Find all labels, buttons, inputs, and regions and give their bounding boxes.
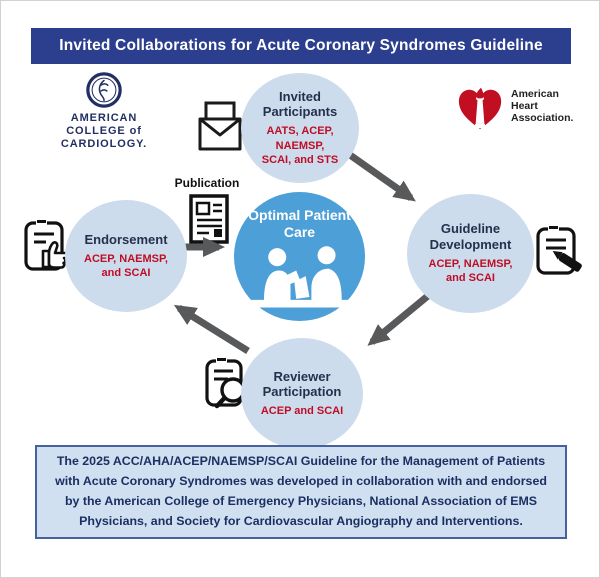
patient-care-illustration	[250, 246, 349, 308]
node-invited-participants: Invited Participants AATS, ACEP, NAEMSP,…	[241, 73, 359, 183]
node-title: Endorsement	[84, 231, 168, 247]
node-optimal-patient-care: Optimal Patient Care	[234, 192, 365, 321]
arrow-invited-to-guideline	[347, 152, 416, 202]
publication-label: Publication	[174, 176, 240, 190]
reviewer-search-icon	[205, 358, 246, 409]
guideline-writing-icon	[536, 226, 582, 275]
node-members: ACEP and SCAI	[260, 405, 344, 418]
acc-emblem-icon	[86, 72, 122, 108]
aha-logo: American Heart Association.	[457, 81, 573, 133]
node-guideline-development: Guideline Development ACEP, NAEMSP, and …	[407, 194, 534, 313]
node-title: Reviewer Participation	[262, 368, 342, 399]
node-title: Optimal Patient Care	[248, 207, 351, 240]
publication-document-icon	[189, 194, 229, 244]
title-banner: Invited Collaborations for Acute Coronar…	[31, 28, 571, 64]
node-members: ACEP, NAEMSP, and SCAI	[428, 258, 513, 285]
aha-heart-torch-icon	[458, 87, 502, 130]
node-members: AATS, ACEP, NAEMSP, SCAI, and STS	[261, 125, 339, 166]
acc-logo: AMERICAN COLLEGE of CARDIOLOGY.	[47, 71, 161, 152]
arrow-reviewer-to-endorsement	[173, 304, 250, 354]
acc-logo-line3: CARDIOLOGY.	[60, 138, 148, 151]
envelope-icon	[198, 101, 242, 151]
node-members: ACEP, NAEMSP, and SCAI	[84, 252, 168, 280]
arrow-guideline-to-reviewer	[367, 292, 432, 346]
footer-note-box: The 2025 ACC/AHA/ACEP/NAEMSP/SCAI Guidel…	[35, 445, 567, 539]
node-title: Guideline Development	[429, 221, 512, 252]
node-endorsement: Endorsement ACEP, NAEMSP, and SCAI	[65, 200, 187, 312]
aha-logo-line3: Association.	[511, 111, 574, 124]
acc-logo-line2: COLLEGE of	[66, 125, 142, 138]
aha-logo-line2: Heart	[511, 100, 538, 113]
acc-logo-line1: AMERICAN	[70, 112, 138, 124]
node-title: Invited Participants	[262, 88, 338, 120]
node-reviewer-participation: Reviewer Participation ACEP and SCAI	[241, 338, 363, 449]
page-title: Invited Collaborations for Acute Coronar…	[59, 37, 543, 54]
aha-logo-line1: American	[511, 88, 559, 101]
footer-note-text: The 2025 ACC/AHA/ACEP/NAEMSP/SCAI Guidel…	[55, 454, 547, 528]
endorsement-thumbs-up-icon	[24, 220, 69, 271]
